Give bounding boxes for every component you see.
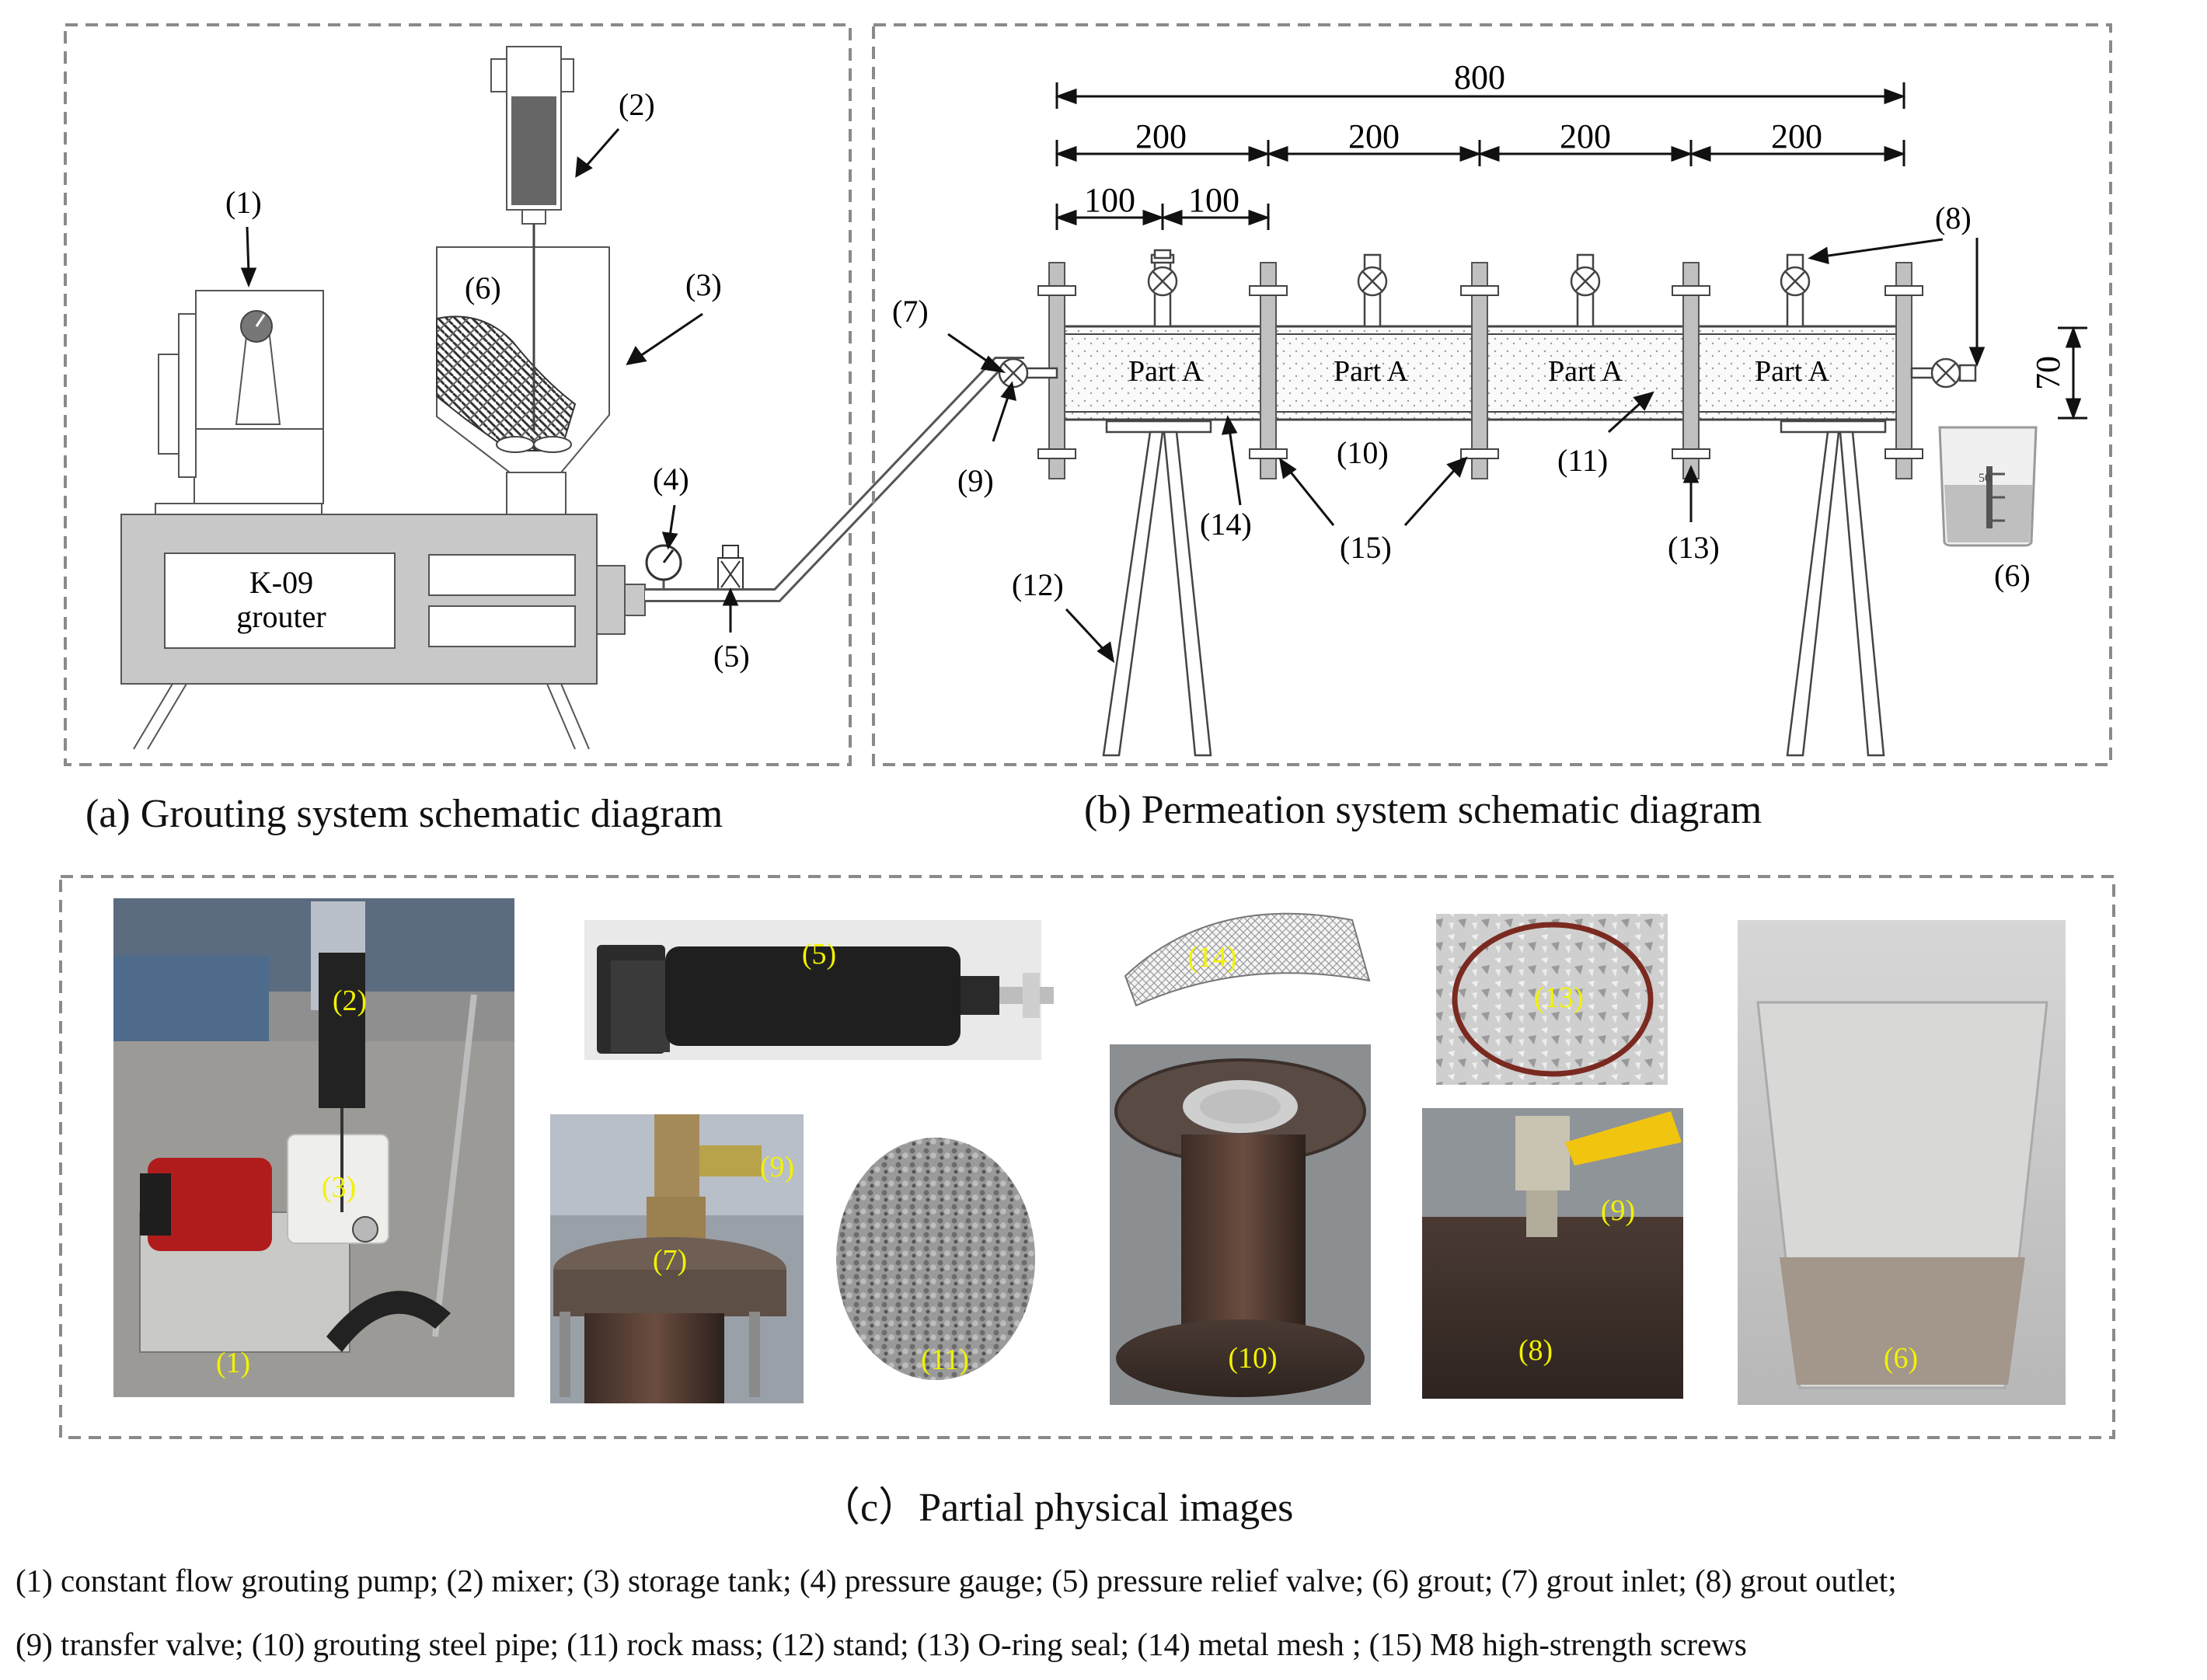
mixer — [490, 46, 574, 453]
beaker-icon: 50 — [1938, 426, 2038, 547]
caption-a: (a) Grouting system schematic diagram — [85, 792, 723, 836]
dim-100-1: 100 — [1084, 181, 1135, 219]
callout-a-2: (2) — [619, 87, 655, 122]
dim-200-1: 200 — [1135, 117, 1187, 155]
panel-a-labels: (1) (2) (3) (4) (5) (6) — [225, 87, 750, 674]
dimension-lines — [1055, 82, 2087, 420]
callout-a-6: (6) — [465, 270, 501, 305]
photo-rock-mass — [824, 1122, 1043, 1396]
caption-c: （c）Partial physical images — [820, 1486, 1294, 1530]
part-a-3: Part A — [1548, 355, 1623, 388]
callout-b-9: (9) — [957, 463, 994, 498]
dim-200-4: 200 — [1771, 117, 1822, 155]
callout-b-13: (13) — [1668, 530, 1720, 565]
part-a-2: Part A — [1334, 355, 1409, 388]
photo-grouting-setup — [113, 898, 514, 1397]
pressure-gauge-icon — [645, 544, 682, 595]
dim-200-3: 200 — [1560, 117, 1611, 155]
photo-inlet-valve — [550, 1114, 804, 1403]
photo-labels: (1) (2) (3) (5) (7) (9) (11) (14) (10) (… — [216, 938, 1918, 1379]
photo-label-2: (2) — [333, 985, 367, 1017]
callout-a-1: (1) — [225, 185, 262, 220]
part-labels: Part A Part A Part A Part A — [1128, 355, 1830, 388]
callout-b-10: (10) — [1337, 435, 1389, 470]
callout-a-4: (4) — [653, 462, 689, 497]
dim-800: 800 — [1454, 58, 1505, 96]
photo-label-9a: (9) — [760, 1151, 794, 1183]
photo-label-13: (13) — [1534, 981, 1583, 1014]
callout-b-11: (11) — [1557, 443, 1608, 478]
storage-tank — [436, 246, 610, 515]
callout-b-7: (7) — [892, 294, 929, 329]
legend-line-1: (1) constant flow grouting pump; (2) mix… — [16, 1563, 1897, 1598]
callout-b-14: (14) — [1200, 507, 1252, 542]
photo-label-6: (6) — [1884, 1342, 1918, 1375]
dimension-labels: 800 200 200 200 200 100 100 70 — [1084, 58, 2067, 390]
top-valves — [1147, 249, 1811, 328]
panel-a-arrows — [240, 128, 739, 633]
part-a-1: Part A — [1128, 355, 1204, 388]
photo-label-9b: (9) — [1601, 1194, 1635, 1227]
legend-line-2: (9) transfer valve; (10) grouting steel … — [16, 1626, 1747, 1662]
photo-label-5: (5) — [802, 938, 836, 971]
callout-a-5: (5) — [713, 639, 750, 674]
photo-steel-pipe — [1110, 1044, 1371, 1405]
callout-b-12: (12) — [1012, 567, 1064, 602]
photo-outlet-valve — [1422, 1108, 1683, 1399]
dim-200-2: 200 — [1348, 117, 1400, 155]
photo-label-1: (1) — [216, 1347, 250, 1379]
callout-b-6: (6) — [1994, 558, 2031, 593]
dim-70: 70 — [2029, 356, 2067, 390]
pressure-relief-valve-icon — [717, 545, 744, 591]
panel-b-labels: (6) (7) (8) (9) (10) (11) (12) (13) (14)… — [892, 200, 2031, 602]
grouter-label-line1: K-09 — [249, 565, 313, 600]
dim-100-2: 100 — [1188, 181, 1239, 219]
panel-a-frame — [64, 23, 852, 766]
photo-grout-cup — [1738, 920, 2066, 1405]
callout-b-15: (15) — [1340, 530, 1392, 565]
photo-label-14: (14) — [1187, 941, 1236, 974]
callout-b-8: (8) — [1935, 200, 1972, 235]
grouter-label-line2: grouter — [236, 599, 326, 634]
beaker-mark: 50 — [1979, 472, 1991, 485]
photo-label-11: (11) — [921, 1344, 969, 1376]
caption-b: (b) Permeation system schematic diagram — [1084, 788, 1762, 832]
photo-o-ring — [1436, 914, 1668, 1085]
part-a-4: Part A — [1755, 355, 1830, 388]
panel-b-frame — [872, 23, 2112, 766]
panel-b-arrows — [947, 238, 1986, 664]
grouting-pump — [155, 290, 324, 515]
photo-relief-valve — [584, 920, 1054, 1060]
photo-metal-mesh — [1124, 912, 1371, 1007]
photo-label-8: (8) — [1518, 1334, 1553, 1367]
panel-c-frame — [59, 875, 2115, 1439]
callout-a-3: (3) — [685, 267, 722, 302]
stands — [1102, 420, 1887, 757]
photo-label-10: (10) — [1228, 1342, 1277, 1375]
flange-bolts — [1037, 285, 1923, 459]
end-valves — [998, 357, 1977, 389]
grouter-machine — [120, 514, 646, 750]
photo-label-7: (7) — [653, 1244, 687, 1277]
photo-label-3: (3) — [322, 1171, 356, 1204]
